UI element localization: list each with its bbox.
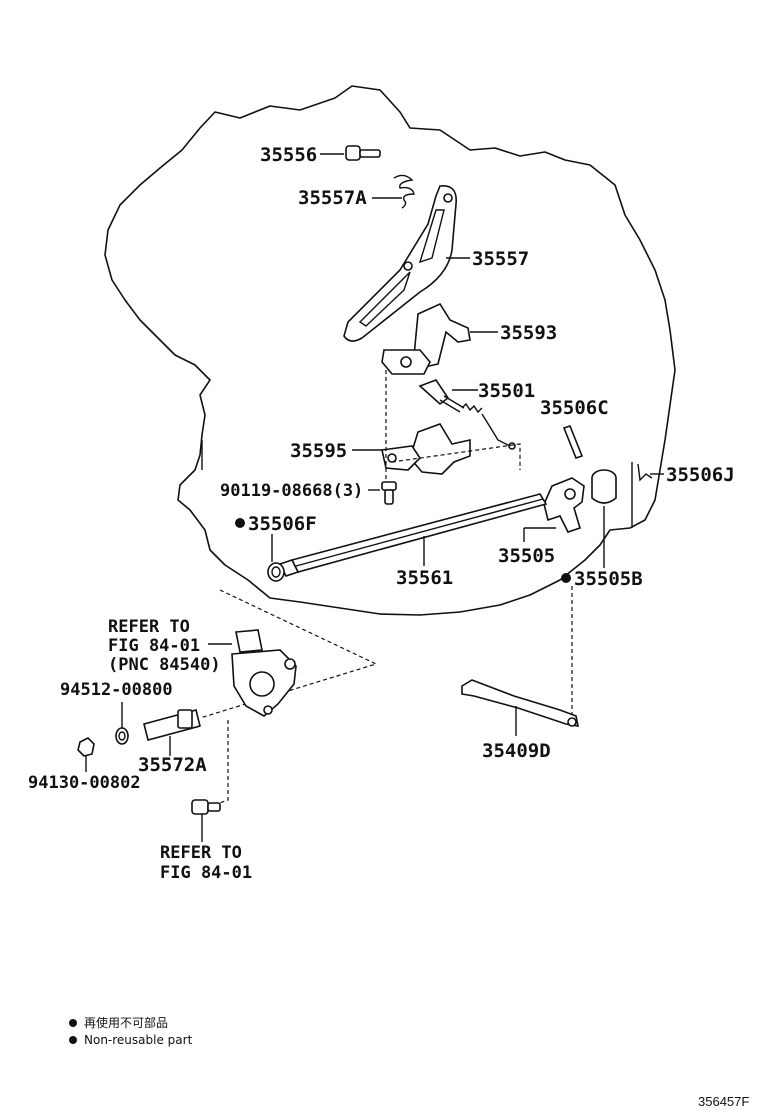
label-35593: 35593 <box>500 322 557 344</box>
refer-bottom-line1: REFER TO <box>160 843 242 863</box>
label-90119: 90119-08668(3) <box>220 481 363 501</box>
label-35561: 35561 <box>396 567 453 589</box>
label-35506j: 35506J <box>666 464 735 486</box>
label-35595: 35595 <box>290 440 347 462</box>
bracket-35595-icon <box>381 423 471 475</box>
transmission-housing-outline <box>104 85 676 616</box>
spring-35557a-icon <box>393 174 415 209</box>
bolt-bottom-icon <box>191 799 221 815</box>
label-35505b: 35505B <box>574 568 643 590</box>
label-35506c: 35506C <box>540 397 609 419</box>
bolt-35556-icon <box>345 145 381 161</box>
nut-94130-icon <box>77 737 95 757</box>
label-35556: 35556 <box>260 144 317 166</box>
bolt-90119-icon <box>381 481 397 505</box>
sleeve-35572a-icon <box>143 709 201 741</box>
lever-35505-icon <box>543 477 585 533</box>
shaft-35501-icon <box>418 379 516 450</box>
label-35506f: 35506F <box>248 513 317 535</box>
legend-english: Non-reusable part <box>84 1033 193 1047</box>
label-94130: 94130-00802 <box>28 773 141 793</box>
detent-lever-35557-icon <box>343 185 457 342</box>
refer-top-line2: FIG 84-01 <box>108 636 200 656</box>
label-35409d: 35409D <box>482 740 551 762</box>
label-35505: 35505 <box>498 545 555 567</box>
assembly-dashed-lines <box>199 370 573 809</box>
collar-35505b-icon <box>591 469 617 504</box>
label-35557: 35557 <box>472 248 529 270</box>
legend-japanese: 再使用不可部品 <box>84 1015 168 1030</box>
rod-35409d-icon <box>461 679 580 727</box>
washer-94512-icon <box>115 727 129 745</box>
legend-marker-icon <box>69 1036 77 1044</box>
seal-35506f-icon <box>267 562 285 582</box>
neutral-start-switch-icon <box>231 629 297 717</box>
bracket-35593-icon <box>381 302 471 375</box>
refer-top-line3: (PNC 84540) <box>108 655 221 675</box>
label-35572a: 35572A <box>138 754 207 776</box>
legend-marker-icon <box>69 1019 77 1027</box>
label-35557a: 35557A <box>298 187 367 209</box>
label-35501: 35501 <box>478 380 535 402</box>
non-reusable-marker <box>235 518 245 528</box>
label-94512: 94512-00800 <box>60 680 173 700</box>
shaft-35561-icon <box>278 493 548 577</box>
refer-bottom-line2: FIG 84-01 <box>160 863 252 883</box>
clip-35506j-icon <box>637 463 653 482</box>
diagram-code: 356457F <box>698 1094 749 1109</box>
refer-top-line1: REFER TO <box>108 617 190 637</box>
non-reusable-marker <box>561 573 571 583</box>
pin-35506c-icon <box>562 425 584 459</box>
